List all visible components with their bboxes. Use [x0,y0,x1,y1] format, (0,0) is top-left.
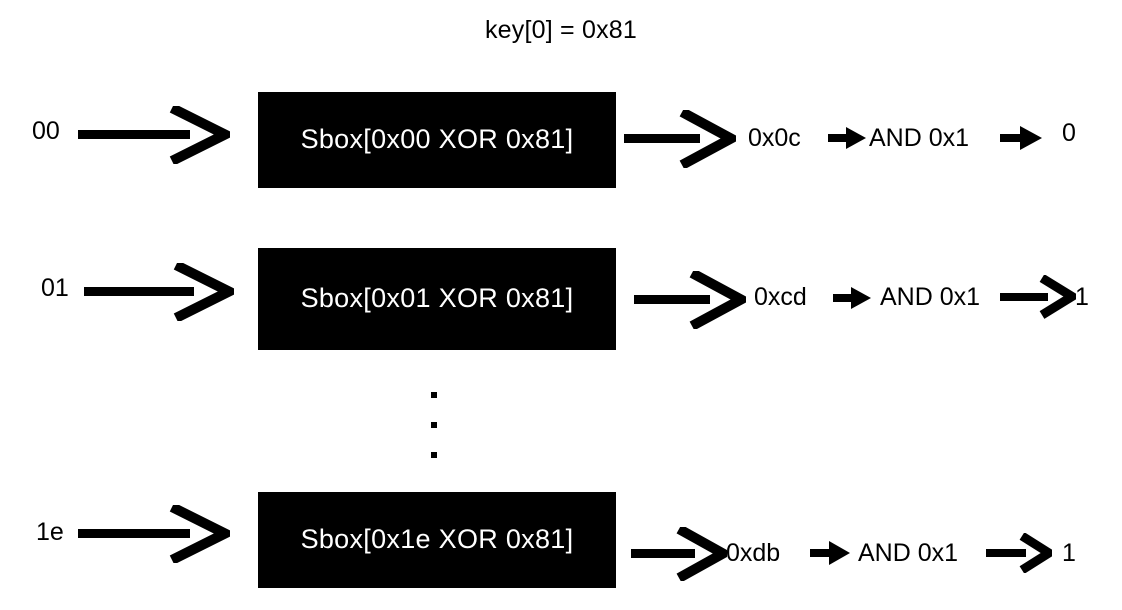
solid-arrow-icon-1b [1000,125,1044,151]
sbox-label-row-3: Sbox[0x1e XOR 0x81] [300,523,574,554]
and-operation-row-2: AND 0x1 [880,283,981,311]
ellipsis-dot-3 [431,452,437,458]
diagram-title: key[0] = 0x81 [484,16,637,44]
chevron-arrow-icon-output-2 [634,271,746,329]
sbox-block-row-3: Sbox[0x1e XOR 0x81] [258,492,616,588]
solid-arrow-icon-1a [828,125,868,151]
chevron-arrow-icon-input-1 [78,106,230,164]
input-label-row-1: 00 [32,117,60,145]
solid-arrow-icon-3b [986,533,1052,573]
ellipsis-dot-1 [431,392,437,398]
and-operation-row-3: AND 0x1 [858,539,959,567]
input-label-row-3: 1e [36,518,64,546]
and-operation-row-1: AND 0x1 [869,124,970,152]
chevron-arrow-icon-input-3 [78,505,230,563]
sbox-block-row-1: Sbox[0x00 XOR 0x81] [258,92,616,188]
chevron-arrow-icon-output-1 [624,110,736,168]
chevron-arrow-icon-result-2 [1000,275,1076,319]
sbox-output-value-row-2: 0xcd [754,283,807,311]
sbox-output-value-row-3: 0xdb [726,539,781,567]
result-value-row-1: 0 [1062,119,1076,147]
input-label-row-2: 01 [41,274,69,302]
sbox-label-row-2: Sbox[0x01 XOR 0x81] [300,282,574,313]
ellipsis-dot-2 [431,422,437,428]
sbox-label-row-1: Sbox[0x00 XOR 0x81] [300,123,574,154]
solid-arrow-icon-3a [810,540,852,566]
sbox-block-row-2: Sbox[0x01 XOR 0x81] [258,248,616,350]
sbox-output-value-row-1: 0x0c [748,124,801,152]
chevron-arrow-icon-input-2 [84,263,234,321]
chevron-arrow-icon-output-3 [631,527,727,581]
result-value-row-2: 1 [1075,283,1089,311]
result-value-row-3: 1 [1062,539,1076,567]
solid-arrow-icon-2a [833,285,873,311]
